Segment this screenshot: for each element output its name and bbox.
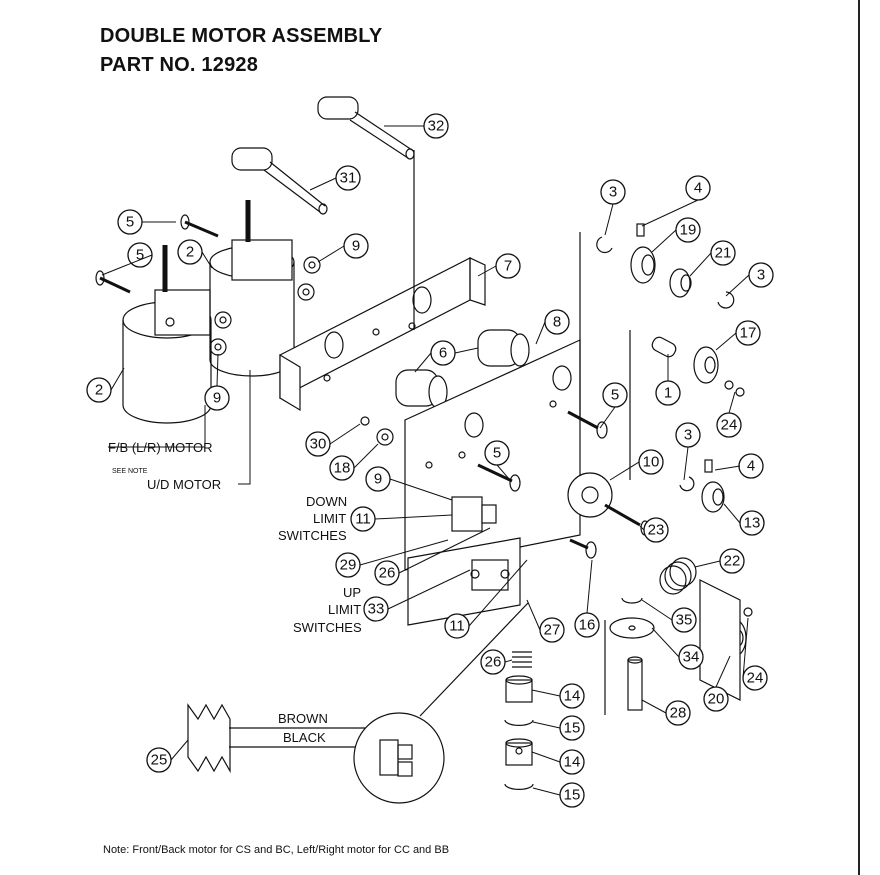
callout-14: 14	[564, 688, 581, 705]
callout-31: 31	[340, 170, 357, 187]
ud-motor-label: U/D MOTOR	[147, 477, 221, 492]
fb-motor-label: F/B (L/R) MOTOR	[108, 440, 212, 455]
callout-33: 33	[368, 601, 385, 618]
callout-5: 5	[493, 445, 501, 462]
callout-16: 16	[579, 617, 596, 634]
callout-5: 5	[136, 247, 144, 264]
callout-24: 24	[747, 670, 764, 687]
up-limit-label-3: SWITCHES	[293, 620, 362, 635]
callout-5: 5	[126, 214, 134, 231]
see-note-label: SEE NOTE	[112, 468, 148, 475]
callout-24: 24	[721, 417, 738, 434]
down-limit-label-1: DOWN	[306, 494, 347, 509]
callout-9: 9	[213, 390, 221, 407]
callout-3: 3	[609, 184, 617, 201]
callout-23: 23	[648, 522, 665, 539]
down-limit-label-3: SWITCHES	[278, 528, 347, 543]
callout-26: 26	[485, 654, 502, 671]
diagram-title: DOUBLE MOTOR ASSEMBLY	[100, 25, 383, 47]
rollers-6	[395, 329, 530, 409]
callout-4: 4	[747, 458, 755, 475]
callout-2: 2	[95, 382, 103, 399]
callout-14: 14	[564, 754, 581, 771]
limit-switch-assembly	[407, 496, 521, 626]
spring-22	[659, 557, 697, 595]
callout-25: 25	[151, 752, 168, 769]
callout-9: 9	[374, 471, 382, 488]
callout-11: 11	[449, 618, 465, 635]
callout-7: 7	[504, 258, 512, 275]
callout-1: 1	[664, 385, 672, 402]
callout-3: 3	[757, 267, 765, 284]
up-limit-label-1: UP	[343, 585, 361, 600]
black-wire-label: BLACK	[283, 730, 326, 745]
part-number: PART NO. 12928	[100, 54, 259, 76]
up-limit-label-2: LIMIT	[328, 602, 361, 617]
gear-shaft-32	[317, 96, 415, 160]
callout-group: 32 31 5 5 2 9 7 2 9 3 4 19 21 3 8 17 6 1…	[86, 113, 774, 808]
callout-4: 4	[694, 180, 702, 197]
callout-27: 27	[544, 622, 561, 639]
bracket-7	[279, 257, 486, 412]
callout-30: 30	[310, 436, 327, 453]
callout-26: 26	[379, 565, 396, 582]
gear-shaft-31	[231, 147, 328, 215]
fb-motor-drawing	[122, 245, 212, 424]
callout-10: 10	[643, 454, 660, 471]
callout-19: 19	[680, 222, 697, 239]
callout-18: 18	[334, 460, 351, 477]
page-border-rule	[858, 0, 860, 875]
callout-29: 29	[340, 557, 357, 574]
callout-20: 20	[708, 691, 725, 708]
callout-6: 6	[439, 345, 447, 362]
callout-5: 5	[611, 387, 619, 404]
down-limit-label-2: LIMIT	[313, 511, 346, 526]
callout-2: 2	[186, 244, 194, 261]
callout-15: 15	[564, 720, 581, 737]
ud-motor-drawing	[209, 200, 295, 377]
callout-3: 3	[684, 427, 692, 444]
callout-13: 13	[744, 515, 761, 532]
callout-28: 28	[670, 705, 687, 722]
callout-15: 15	[564, 787, 581, 804]
brown-wire-label: BROWN	[278, 711, 328, 726]
callout-32: 32	[428, 118, 445, 135]
callout-9: 9	[352, 238, 360, 255]
callout-35: 35	[676, 612, 693, 629]
callout-8: 8	[553, 314, 561, 331]
footer-note: Note: Front/Back motor for CS and BC, Le…	[103, 844, 450, 856]
callout-21: 21	[715, 245, 732, 262]
callout-11: 11	[355, 511, 371, 528]
callout-17: 17	[740, 325, 757, 342]
callout-34: 34	[683, 649, 700, 666]
callout-22: 22	[724, 553, 741, 570]
